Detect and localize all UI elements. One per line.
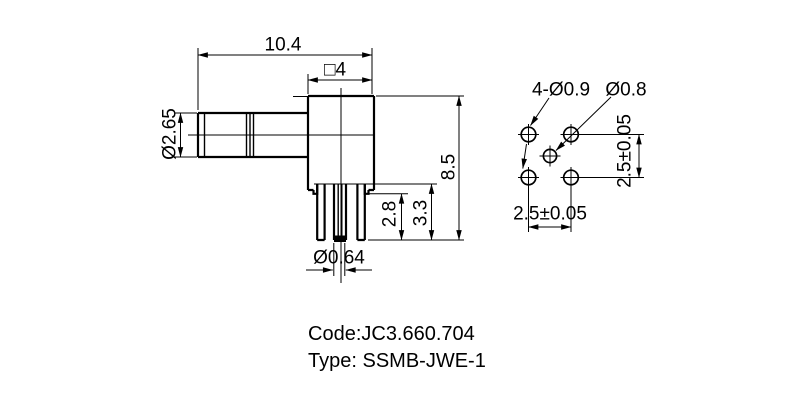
dim-mounting-holes-label: 4-Ø0.9 [531,79,591,101]
side-view-linework [188,88,437,283]
side-view-dimensions [174,48,464,276]
product-type-text: Type: SSMB-JWE-1 [308,350,486,372]
dim-pin-short-label: 2.8 [379,200,401,228]
dim-square-flange-label: □4 [323,59,347,81]
product-code-text: Code:JC3.660.704 [308,323,475,345]
dim-overall-width-label: 10.4 [264,34,302,56]
dim-center-hole-label: Ø0.8 [605,79,647,101]
dim-pitch-vertical-label: 2.5±0.05 [614,114,636,188]
dim-barrel-diameter-label: Ø2.65 [159,108,181,160]
dim-pin-long-label: 3.3 [410,199,432,227]
dim-pitch-horizontal-label: 2.5±0.05 [513,203,587,225]
dim-body-height-label: 8.5 [438,153,460,181]
dim-center-pin-diameter-label: Ø0.64 [313,247,365,269]
footprint-linework [518,96,644,232]
